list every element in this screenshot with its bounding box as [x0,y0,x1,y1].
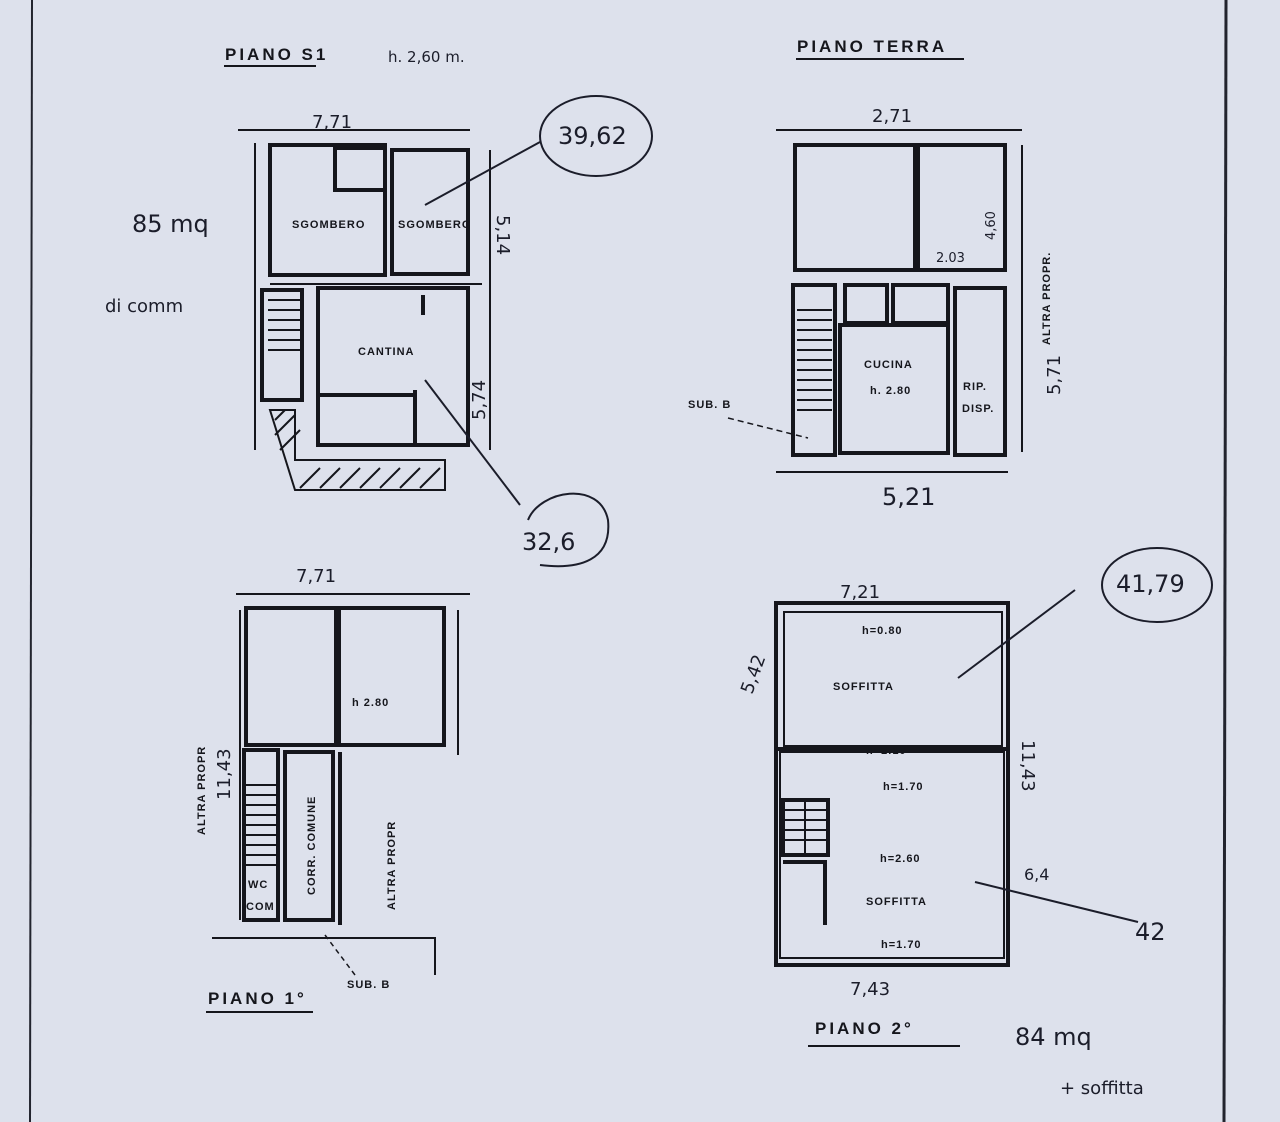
plan-piano-s1: PIANO S1 h. 2,60 m. 7,71 SGOMBERO SGOMBE… [105,45,653,568]
area-top: 39,62 [558,122,627,150]
hatched-ground [268,409,446,491]
room-label-storage: RIP. [963,381,987,393]
dim-inner-width: 2.03 [936,251,965,266]
dim-right-upper: 5,14 [492,215,513,255]
plan-title: PIANO S1 [225,45,328,64]
dim-inner: 6,4 [1024,865,1049,884]
handwritten-note: + soffitta [1060,1078,1144,1099]
walls [212,593,470,975]
neighbor-label-right: ALTRA PROPR [386,821,398,910]
leader-line [957,589,1076,679]
room-label-wc: WC [248,879,268,891]
room-height: h 2.80 [352,697,389,709]
dim-right-lower: 5,74 [469,380,490,420]
sub-pointer [324,934,356,976]
height-note: h. 2,60 m. [388,48,465,66]
total-area: 85 mq [132,210,209,238]
plan-piano-2: 7,21 h=0.80 SOFFITTA h=2.10 h=1.70 h=2.6… [737,547,1213,1099]
dim-bottom: 5,21 [882,483,935,511]
walls [776,129,1023,473]
dim-right: 5,71 [1044,355,1065,395]
height-label: h=1.70 [881,939,922,951]
area-bottom: 32,6 [522,528,575,556]
sheet-border-left [29,0,33,1122]
plan-piano-terra: PIANO TERRA 2,71 CUCINA h. 2.80 RIP. DIS… [688,37,1065,511]
walls [238,129,491,450]
leader-line [424,141,541,206]
plan-title: PIANO 2° [815,1019,914,1038]
plan-piano-1: 7,71 h 2.80 WC COM CORR. COMUNE ALTRA PR… [196,566,470,1013]
room-label: SGOMBERO [292,219,365,231]
room-height: h. 2.80 [870,385,911,397]
sub-label: SUB. B [688,399,731,411]
plan-title: PIANO TERRA [797,37,947,56]
height-label: h=2.60 [880,853,921,865]
room-label-wc-common: COM [246,901,275,913]
room-label: CANTINA [358,346,415,358]
height-label: h=1.70 [883,781,924,793]
sheet-border-right [1222,0,1228,1122]
area-circle [1101,547,1213,623]
room-label-attic: SOFFITTA [833,681,894,693]
dim-bottom: 7,43 [850,979,890,1000]
area-circle [527,492,610,568]
sub-pointer [727,417,809,439]
leader-line [424,379,521,506]
leader-line [974,881,1139,923]
room-label: SGOMBERO [398,219,471,231]
room-label-kitchen: CUCINA [864,359,913,371]
walls [774,601,1010,967]
dim-inner-height: 4,60 [984,211,999,240]
dim-left: 5,42 [737,652,770,697]
dim-top: 7,71 [312,112,352,133]
room-label-storage: DISP. [962,403,994,415]
neighbor-label: ALTRA PROPR. [1041,252,1053,345]
corridor-label: CORR. COMUNE [306,796,318,895]
area-top: 41,79 [1116,570,1185,598]
total-area: 84 mq [1015,1023,1092,1051]
room-label-attic: SOFFITTA [866,896,927,908]
plan-title: PIANO 1° [208,989,307,1008]
dim-right: 11,43 [1017,740,1038,792]
height-label: h=0.80 [862,625,903,637]
dim-top: 2,71 [872,106,912,127]
dim-top: 7,71 [296,566,336,587]
dim-left: 11,43 [214,748,235,800]
area-circle [539,95,653,177]
area-bottom: 42 [1135,918,1166,946]
height-label: h=2.10 [866,745,907,757]
sub-label: SUB. B [347,979,390,991]
handwritten-note: di comm [105,296,183,317]
neighbor-label-left: ALTRA PROPR [196,746,208,835]
dim-top: 7,21 [840,582,880,603]
